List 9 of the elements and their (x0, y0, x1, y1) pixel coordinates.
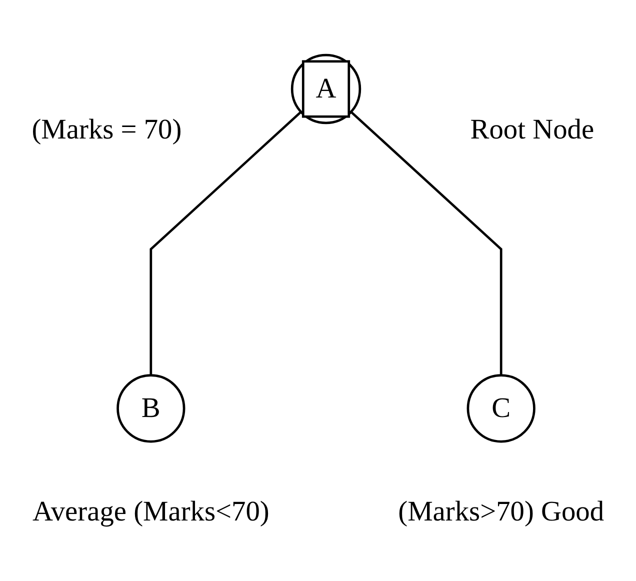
node-caption: (Marks>70) Good (398, 496, 604, 527)
ellipse-node: A (290, 53, 362, 124)
node-caption: Root Node (470, 114, 594, 146)
ellipse-node: C (466, 374, 536, 442)
connector-line (350, 110, 502, 375)
node-caption: Average (Marks<70) (32, 496, 270, 527)
ellipse-node: B (116, 374, 186, 442)
connector-line (150, 110, 302, 375)
node-caption: (Marks = 70) (32, 114, 182, 146)
